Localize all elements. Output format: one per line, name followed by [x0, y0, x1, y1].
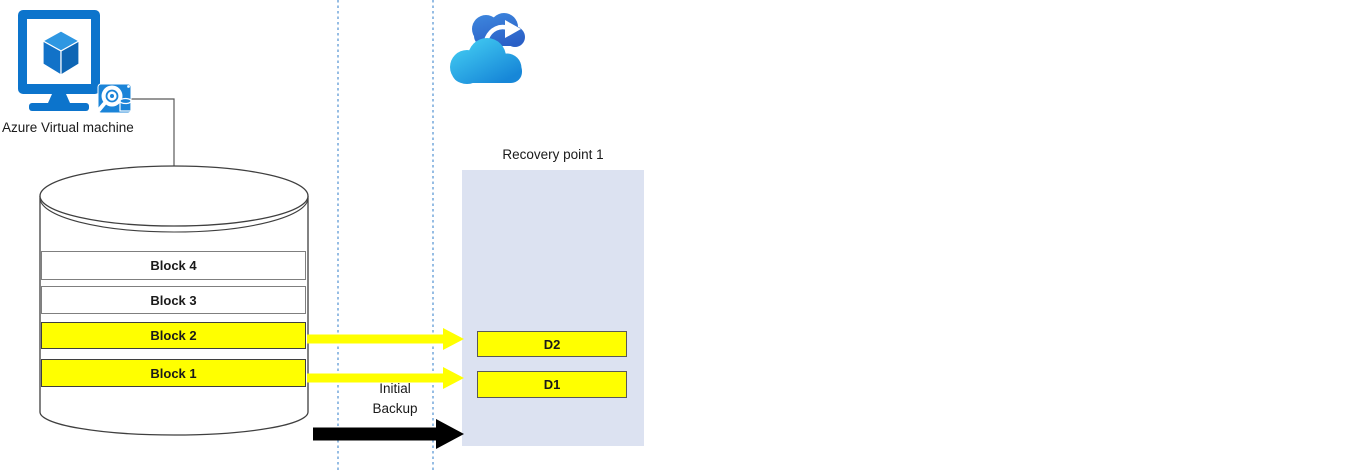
disk-snapshot-icon — [97, 83, 132, 114]
vm-to-disk-connector — [131, 98, 175, 166]
block2-copy-arrow — [307, 328, 464, 350]
vm-label: Azure Virtual machine — [2, 120, 134, 135]
block-row-2: Block 2 — [41, 322, 306, 349]
initial-backup-arrow — [313, 419, 464, 449]
azure-vm-monitor-icon — [18, 10, 100, 111]
recovery-point-panel — [462, 170, 644, 446]
initial-backup-label: Initial Backup — [372, 381, 418, 416]
block-row-1: Block 1 — [41, 359, 306, 387]
backup-cloud-icon — [450, 13, 525, 84]
block1-copy-arrow — [307, 367, 464, 389]
delta-block-d1: D1 — [477, 371, 627, 398]
block-row-4: Block 4 — [41, 251, 306, 280]
recovery-point-title: Recovery point 1 — [502, 147, 604, 162]
delta-block-d2: D2 — [477, 331, 627, 357]
block-row-3: Block 3 — [41, 286, 306, 314]
